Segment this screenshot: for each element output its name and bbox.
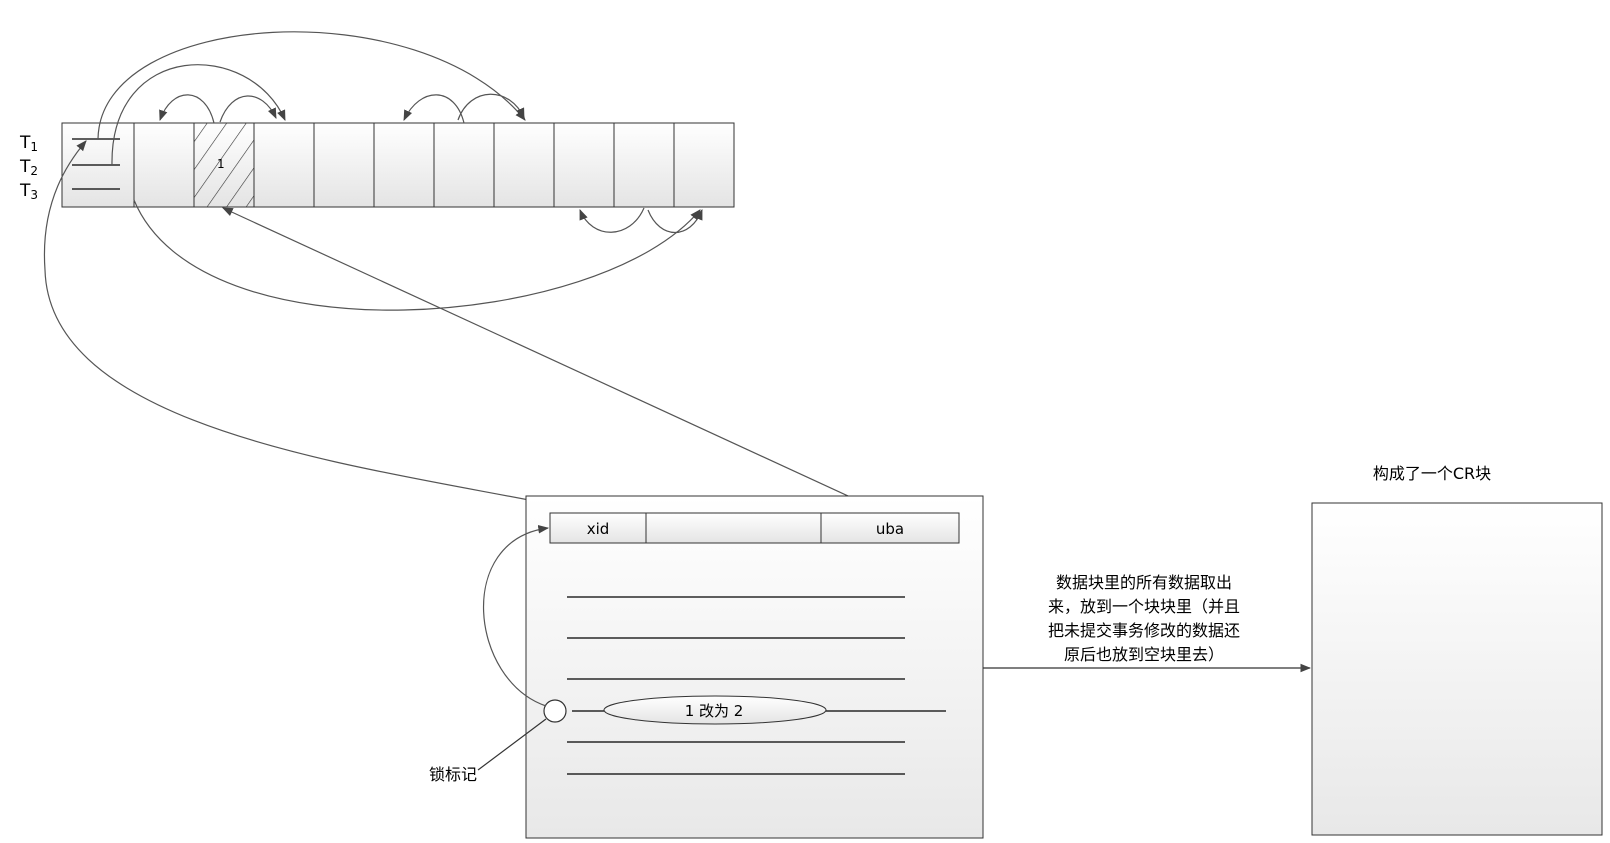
arc-cell-2-to-3 <box>219 95 277 123</box>
data-cell-6 <box>433 122 495 208</box>
change-ellipse <box>603 695 827 725</box>
process-note-line-3: 把未提交事务修改的数据还 <box>1048 621 1240 640</box>
data-block-frame <box>525 495 984 839</box>
arc-cell-7-to-6 <box>403 94 465 124</box>
header-uba-label: uba <box>876 520 904 538</box>
data-cell-3 <box>253 122 315 208</box>
header-uba-cell <box>820 512 960 544</box>
arc-t2-inner <box>111 64 286 166</box>
process-note-line-2: 来，放到一个块块里（并且 <box>1048 597 1240 616</box>
transaction-label-3: T3 <box>19 181 38 202</box>
arc-t3-lower <box>133 199 701 311</box>
process-note: 数据块里的所有数据取出 来，放到一个块块里（并且 把未提交事务修改的数据还 原后… <box>1048 573 1240 664</box>
change-label: 1 改为 2 <box>685 702 744 720</box>
lock-label: 锁标记 <box>429 765 477 784</box>
arc-cell-9-to-8 <box>579 207 645 233</box>
data-cell-7 <box>493 122 555 208</box>
transaction-label-2: T2 <box>19 157 38 178</box>
bottom-links <box>133 199 703 311</box>
header-middle-cell <box>645 512 822 544</box>
link-uba-to-modified-cell <box>222 207 886 514</box>
link-xid-to-t1 <box>43 140 594 514</box>
modified-cell-value: 1 <box>217 157 225 171</box>
cr-block <box>1311 502 1603 836</box>
data-cell-1 <box>133 122 195 208</box>
process-note-line-1: 数据块里的所有数据取出 <box>1056 573 1232 592</box>
cr-block-title: 构成了一个CR块 <box>1373 464 1491 483</box>
block-cell-array: 1 <box>61 122 735 208</box>
data-cell-5 <box>373 122 435 208</box>
data-cell-9 <box>613 122 675 208</box>
data-cell-4 <box>313 122 375 208</box>
arc-cell-9-to-10 <box>647 208 703 234</box>
arc-t1-outer <box>97 31 526 140</box>
arc-cell-2-to-1 <box>159 94 215 124</box>
data-cell-8 <box>553 122 615 208</box>
top-links <box>97 31 526 166</box>
process-note-line-4: 原后也放到空块里去） <box>1064 645 1224 664</box>
transaction-label-1: T1 <box>19 133 38 154</box>
data-cell-10 <box>673 122 735 208</box>
arc-cell-7-to-8 <box>457 93 525 121</box>
transaction-labels: T1 T2 T3 <box>19 133 38 202</box>
lock-marker-circle <box>543 699 567 723</box>
hatch-overlay <box>193 122 255 208</box>
undo-links <box>43 140 886 514</box>
data-block: xid uba 1 改为 2 <box>483 495 984 839</box>
link-lock-to-xid <box>483 524 550 707</box>
header-xid-label: xid <box>587 520 610 538</box>
header-xid-cell <box>549 512 647 544</box>
lock-pointer-line <box>477 718 547 771</box>
